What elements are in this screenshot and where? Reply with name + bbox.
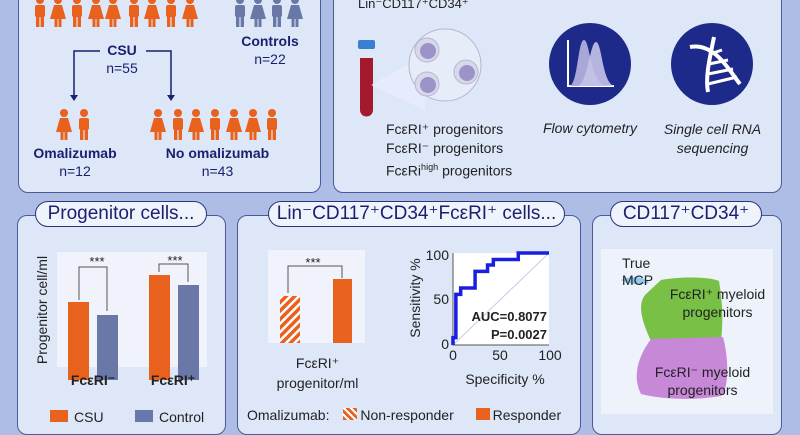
csu-label: CSU — [107, 42, 137, 58]
people-icons — [35, 0, 303, 140]
controls-label: Controls — [241, 33, 299, 49]
progenitor-list: FcεRI⁺ progenitors FcεRI⁻ progenitors Fc… — [386, 120, 512, 181]
omalizumab-label: Omalizumab — [33, 145, 117, 161]
progenitor-item: FcεRI⁺ progenitors — [386, 121, 504, 137]
blood-sample-illustration — [358, 28, 482, 117]
roc-y-label: Sensitivity % — [407, 258, 423, 338]
population-label: Lin⁻CD117⁺CD34⁺ — [358, 0, 469, 11]
roc-curve-chart — [451, 251, 550, 346]
responder-bars — [280, 265, 352, 343]
control-people-icon — [235, 0, 303, 27]
fceri-minus-cluster — [636, 337, 728, 399]
cluster-panel-title: CD117⁺CD34⁺ — [610, 201, 762, 227]
true-mcp-cluster — [621, 277, 649, 285]
controls-n: n=22 — [254, 51, 286, 67]
responder-legend: Omalizumab: Non-responder Responder — [247, 407, 562, 423]
bar-control-fceri-plus — [178, 285, 199, 380]
omalizumab-panel-title: Lin⁻CD117⁺CD34⁺FcεRI⁺ cells... — [268, 201, 565, 227]
progenitor-panel-title: Progenitor cells... — [35, 201, 207, 227]
bar-axis-label: FcεRI⁺progenitor/ml — [276, 355, 359, 391]
legend-csu: CSU — [50, 409, 104, 425]
y-axis-label: Progenitor cell/ml — [34, 255, 50, 365]
sig-stars: *** — [167, 253, 183, 268]
sig-stars: *** — [305, 255, 321, 270]
bar-non-responder — [280, 296, 300, 343]
csu-n: n=55 — [106, 60, 138, 76]
bar-responder — [333, 279, 352, 343]
bar-csu-fceri-plus — [149, 275, 170, 380]
sig-stars: *** — [89, 254, 105, 269]
umap-clusters — [621, 277, 728, 399]
blood-tube-icon — [360, 58, 373, 117]
flow-cytometry-icon — [549, 23, 631, 105]
progenitor-item: FcεRI⁻ progenitors — [386, 140, 504, 156]
tube-cap-icon — [358, 40, 375, 49]
dna-sequencing-icon — [671, 23, 753, 105]
progenitor-bars — [68, 263, 199, 380]
auc-value: AUC=0.8077 — [471, 309, 547, 324]
legend-control: Control — [135, 409, 204, 425]
y-tick: 100 — [425, 247, 449, 263]
bar-control-fceri-minus — [97, 315, 118, 380]
roc-curve — [451, 251, 549, 345]
no-omalizumab-n: n=43 — [201, 163, 234, 179]
y-tick: 0 — [441, 336, 449, 352]
y-tick: 50 — [433, 291, 449, 307]
x-tick: 100 — [538, 347, 562, 363]
x-tick: 0 — [449, 347, 457, 363]
split-arrows — [73, 50, 172, 96]
x-tick: 50 — [492, 347, 508, 363]
diagonal-reference-line — [452, 252, 550, 346]
flow-cytometry-label: Flow cytometry — [542, 120, 638, 136]
progenitor-item: FcεRihigh progenitors — [386, 162, 513, 179]
bar-csu-fceri-minus — [68, 302, 89, 380]
no-omalizumab-label: No omalizumab — [165, 145, 270, 161]
p-value: P=0.0027 — [490, 327, 547, 342]
fceri-plus-cluster — [641, 277, 723, 341]
category-fceri-plus: FcεRI⁺ — [150, 372, 196, 388]
omalizumab-n: n=12 — [59, 163, 91, 179]
roc-x-label: Specificity % — [465, 371, 545, 387]
category-fceri-minus: FcεRI⁻ — [70, 372, 116, 388]
